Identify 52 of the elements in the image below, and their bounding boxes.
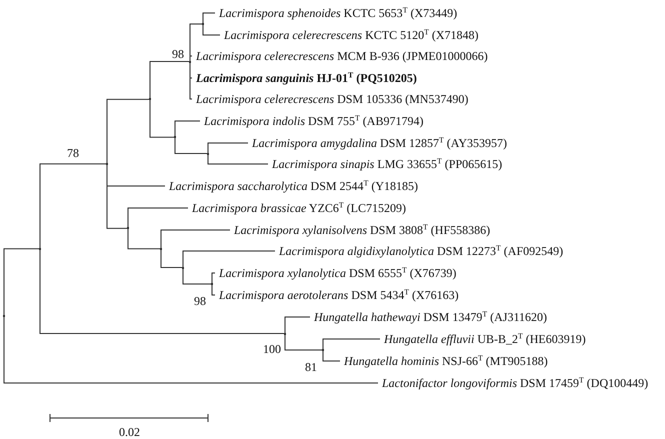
tree-branch [4,315,378,384]
taxon-label: Lactonifactor longoviformis DSM 17459$^{T}$ (DQ100449) [378,375,648,391]
bootstrap-value: 81 [305,360,317,374]
taxon-label: Lacrimispora xylanisolvens DSM 3808$^{T}$ (HF558386) [230,222,490,238]
tree-branch [4,248,40,316]
tree-branch [150,61,190,100]
tree-branch [208,153,268,164]
tree-branch [322,350,340,362]
tree-branch [106,98,150,164]
tree-branch [128,228,160,250]
taxon-label: Lacrimispora celerecrescens KCTC 5120$^{T}$ (X71848) [220,27,479,43]
taxon-label: Lacrimispora aerotolerans DSM 5434$^{T}$ (X76163) [215,287,459,303]
tree-branch [190,56,192,62]
tree-branch [160,248,182,268]
tree-branch [40,248,284,334]
tree-branch [202,24,220,36]
taxon-label: Lacrimispora sinapis LMG 33655$^{T}$ (PP065615) [268,156,502,172]
tree-branch [182,267,212,284]
taxon-label: Lacrimispora amygdalina DSM 12857$^{T}$ (AY353957) [248,135,508,151]
tree-branch [284,333,322,350]
taxon-label: Lacrimispora sanguinis HJ-01$^{T}$ (PQ510205) [192,70,417,86]
tree-branch [190,61,192,100]
tree-branch [174,120,200,138]
tree-branch [212,284,216,296]
tree-branch [284,316,310,334]
tree-branch [182,250,276,268]
tree-branch [106,163,128,229]
tree-branch [322,338,380,350]
tree-branch [202,12,216,24]
taxon-label: Hungatella hathewayi DSM 13479$^{T}$ (AJ311620) [310,309,547,325]
taxon-label: Lacrimispora celerecrescens DSM 105336 (MN537490) [192,91,468,107]
taxon-label: Lacrimispora brassicae YZC6$^{T}$ (LC715209) [188,200,406,216]
taxon-label: Lacrimispora indolis DSM 755$^{T}$ (AB971794) [200,113,424,129]
taxon-label: Lacrimispora celerecrescens MCM B-936 (JPME01000066) [192,48,488,64]
bootstrap-value: 98 [172,46,184,60]
taxon-label: Lacrimispora saccharolytica DSM 2544$^{T}$ (Y18185) [165,178,418,194]
tree-branch [150,98,174,138]
taxon-label: Hungatella hominis NSJ-66$^{T}$ (MT905188) [340,353,548,369]
tree-branch [160,230,230,250]
taxon-label: Lacrimispora sphenoides KCTC 5653$^{T}$ (X73449) [215,5,458,21]
tree-branch [128,208,188,229]
bootstrap-value: 78 [67,146,79,160]
tree-branch [212,272,216,284]
tree-branch [174,136,208,154]
scale-value: 0.02 [119,425,140,439]
tree-branch [40,163,106,250]
taxon-label: Lacrimispora xylanolytica DSM 6555$^{T}$ (X76739) [215,265,456,281]
bootstrap-value: 98 [194,294,206,308]
taxon-label: Hungatella effluvii UB-B_2$^{T}$ (HE603919) [380,331,586,347]
bootstrap-value: 100 [263,342,281,356]
taxon-label: Lacrimispora algidixylanolytica DSM 12273$^{T}$ (AF092549) [275,243,564,259]
tree-branch [208,142,248,154]
